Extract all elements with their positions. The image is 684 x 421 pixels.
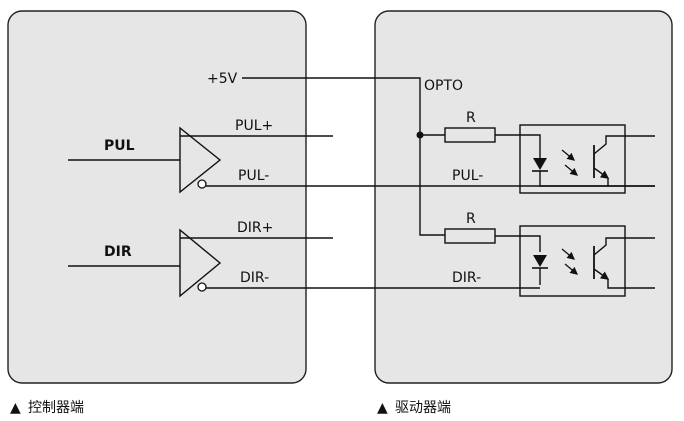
- caption-marker-left: ▲: [10, 400, 21, 416]
- light-arrows-icon: [561, 248, 578, 275]
- phototransistor-icon: [593, 135, 655, 186]
- top-r-lead-right: [495, 134, 541, 155]
- resistor-top-label: R: [466, 110, 476, 126]
- line-driver-triangle-icon: [179, 228, 222, 298]
- pul-minus-left-label: PUL-: [238, 168, 269, 184]
- resistor-bottom-label: R: [466, 211, 476, 227]
- optocoupler-led-icon: [532, 255, 548, 285]
- inverter-bubble-icon: [197, 179, 207, 189]
- line-driver-triangle-icon: [179, 126, 222, 194]
- dir-minus-left-label: DIR-: [240, 270, 269, 286]
- dir-label: DIR: [104, 244, 132, 260]
- inverter-bubble-icon: [197, 282, 207, 292]
- phototransistor-icon: [593, 237, 655, 289]
- controller-panel: [7, 10, 307, 384]
- dir-plus-label: DIR+: [237, 220, 273, 236]
- optocoupler-top: [519, 124, 626, 194]
- pul-minus-right-label: PUL-: [452, 168, 483, 184]
- vplus-label: +5V: [207, 71, 238, 87]
- driver-panel: [374, 10, 673, 384]
- driver-caption: 驱动器端: [395, 400, 451, 416]
- opto-label: OPTO: [424, 78, 463, 94]
- pul-plus-label: PUL+: [235, 118, 273, 134]
- optocoupler-bottom: [519, 225, 626, 297]
- dir-minus-right-label: DIR-: [452, 270, 481, 286]
- pul-label: PUL: [104, 138, 135, 154]
- light-arrows-icon: [561, 149, 578, 176]
- controller-caption: 控制器端: [28, 400, 84, 416]
- vplus-wire: [242, 77, 445, 236]
- caption-marker-right: ▲: [377, 400, 388, 416]
- bottom-r-lead-right: [495, 235, 541, 252]
